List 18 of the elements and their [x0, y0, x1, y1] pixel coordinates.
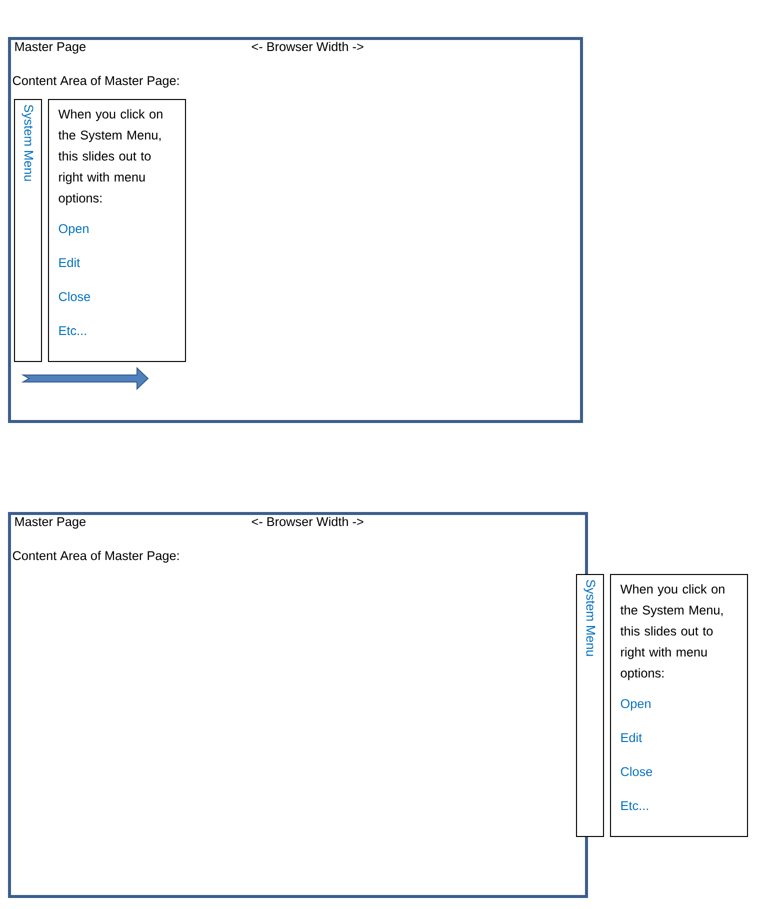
width-label: <- Browser Width ->	[252, 42, 364, 52]
frame-title: Master Page	[15, 517, 86, 529]
description-text: When you click on the System Menu, this slides out to right with menu options:	[58, 109, 162, 206]
frame-title: Master Page	[15, 42, 86, 54]
menu-option: Open	[58, 224, 88, 236]
area-label: Content Area of Master Page:	[12, 76, 179, 88]
description-text: When you click on the System Menu, this slides out to right with menu options:	[620, 584, 724, 680]
menu-option: Close	[58, 292, 90, 302]
menu-label: System Menu	[22, 104, 34, 181]
menu-option: Open	[620, 699, 650, 711]
width-label: <- Browser Width ->	[252, 516, 364, 526]
menu-label: System Menu	[584, 580, 596, 656]
menu-option: Etc...	[621, 801, 648, 810]
menu-option: Edit	[621, 732, 642, 742]
menu-option: Etc...	[59, 326, 86, 336]
menu-option: Edit	[59, 258, 80, 268]
menu-option: Close	[620, 766, 652, 776]
area-label: Content Area of Master Page:	[12, 550, 179, 563]
